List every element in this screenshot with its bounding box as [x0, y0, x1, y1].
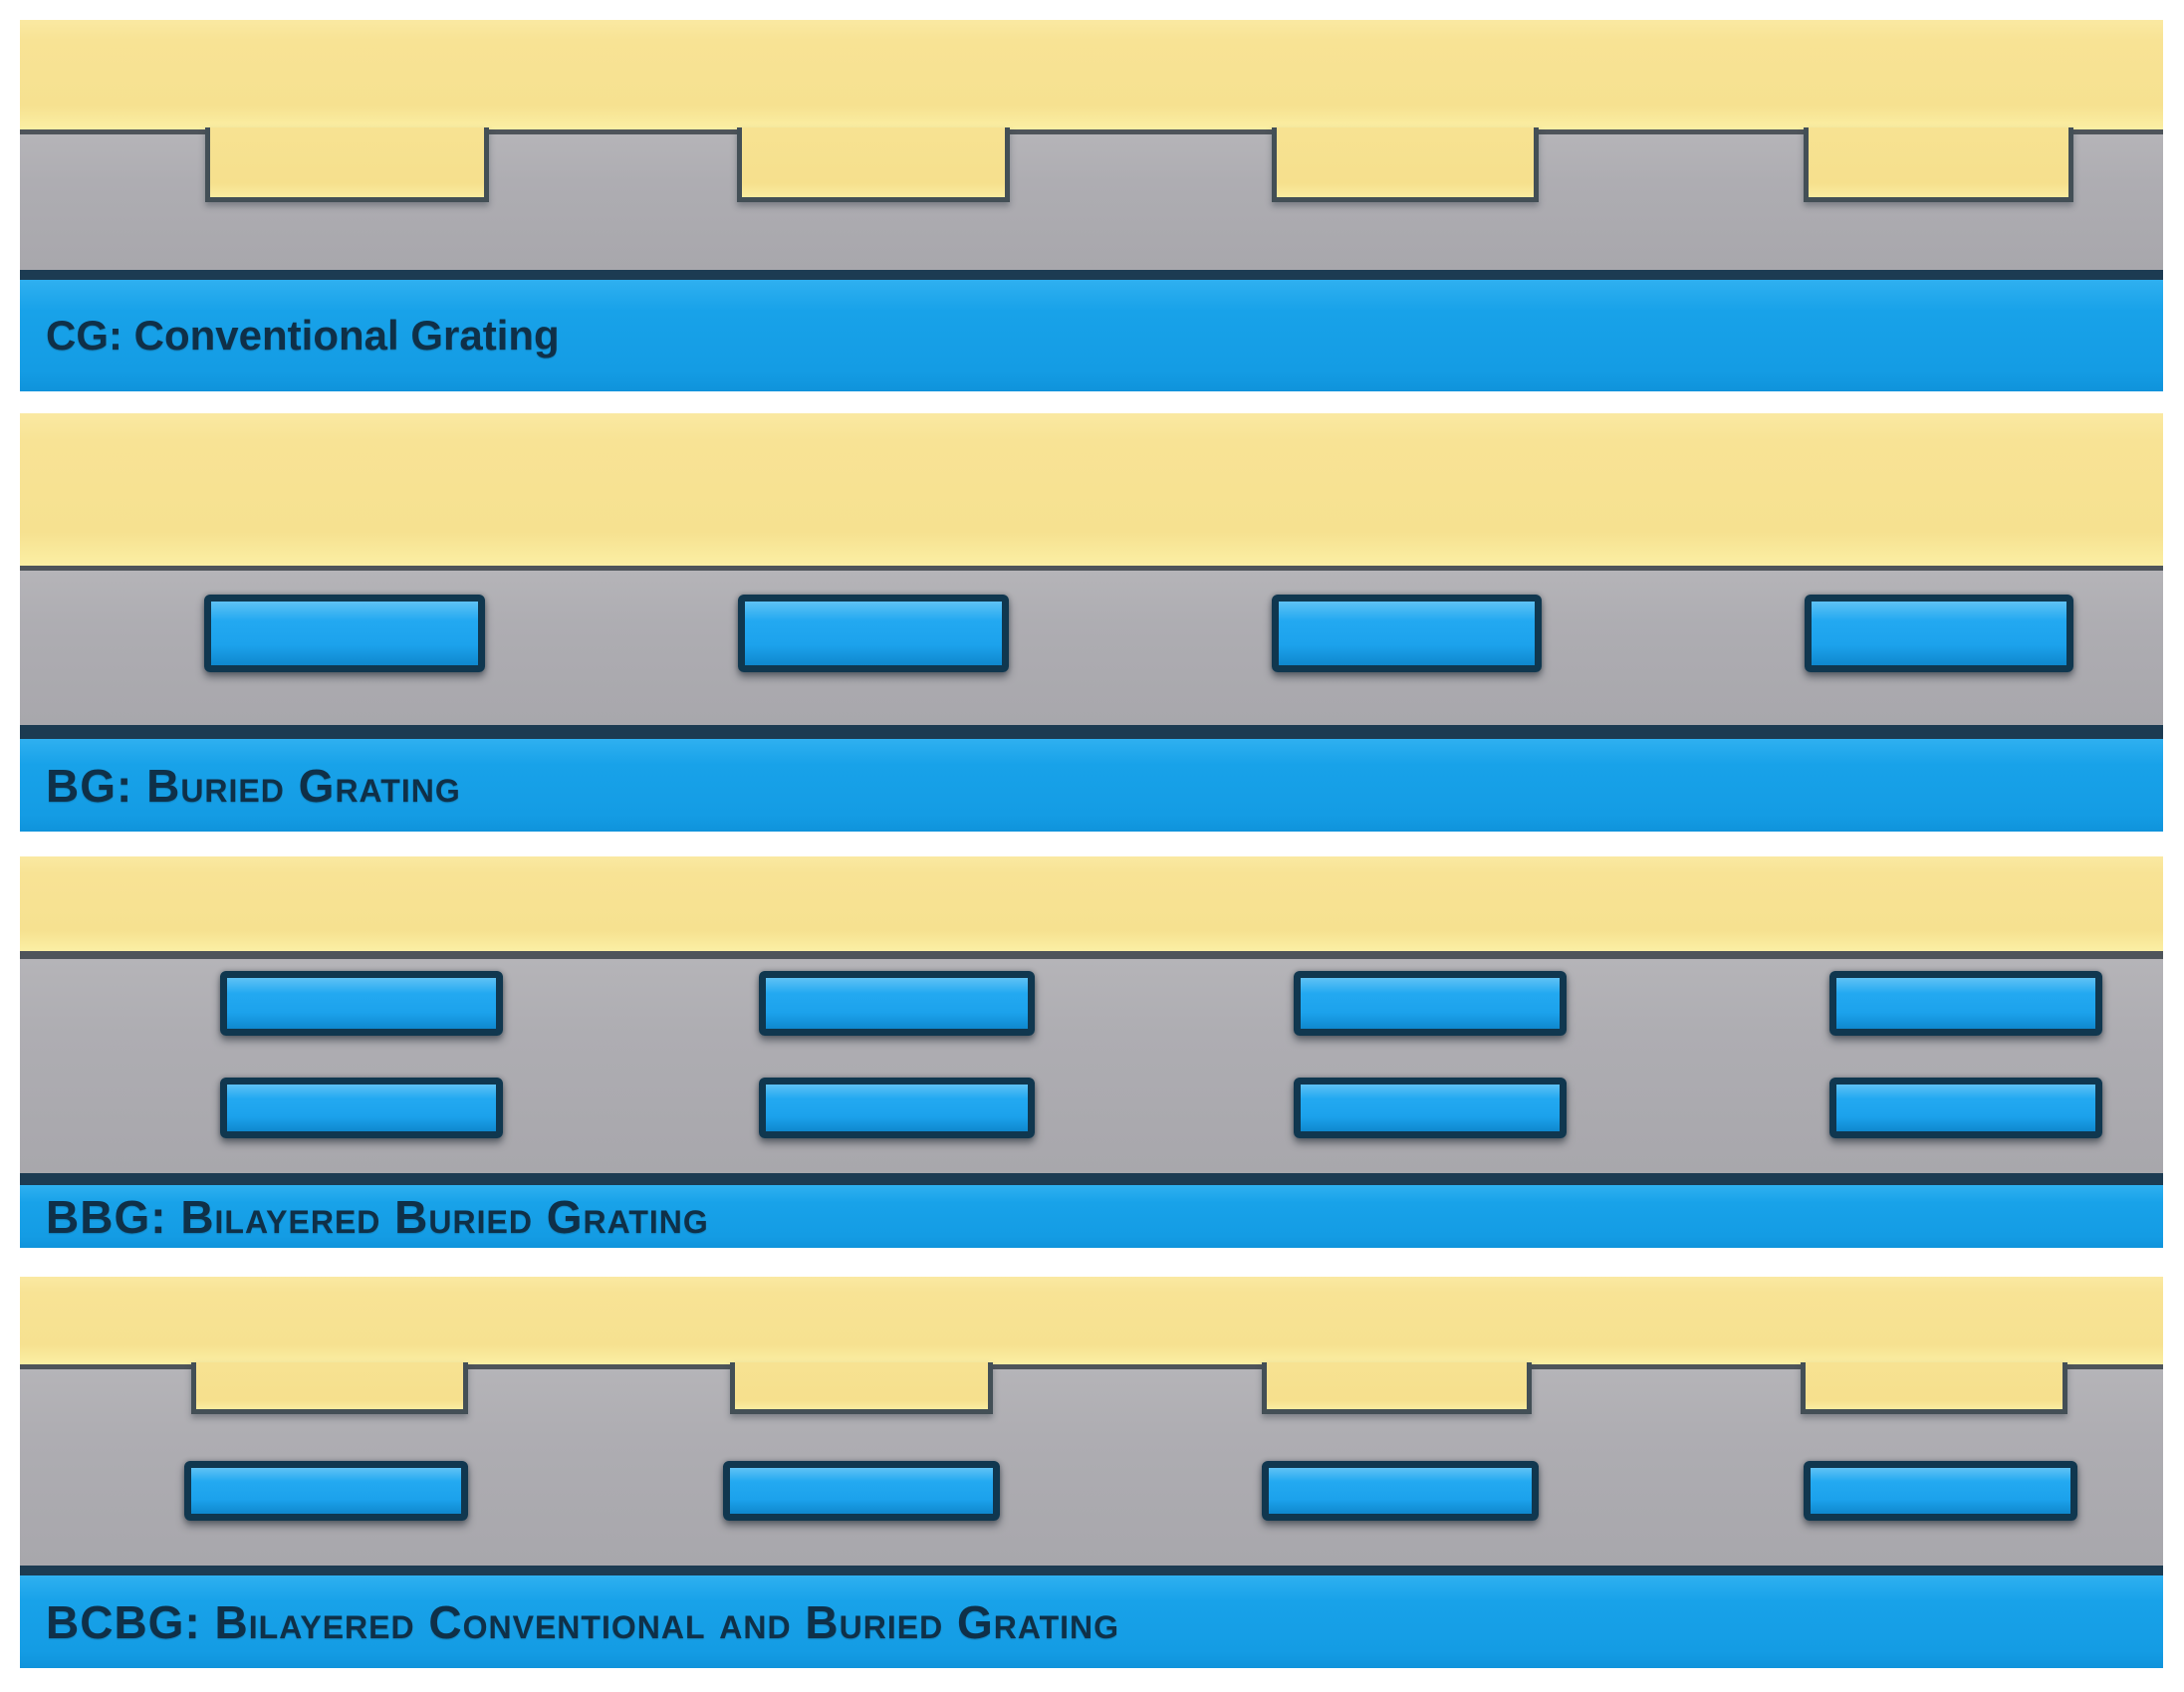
bg-buried-rod — [204, 595, 485, 672]
bbg-buried-rod — [1294, 1078, 1567, 1138]
bbg-buried-rod — [220, 1078, 503, 1138]
bbg-yellow-layer — [20, 856, 2163, 951]
cg-grating-groove — [1272, 127, 1539, 202]
cg-gray-layer — [20, 129, 2163, 270]
bg-buried-rod — [1272, 595, 1542, 672]
bcbg-yellow-layer — [20, 1277, 2163, 1364]
bcbg-panel-label: BCBG: Bilayered Conventional and Buried … — [46, 1595, 1120, 1648]
bbg-buried-rod — [220, 971, 503, 1036]
bcbg-grating-groove — [730, 1362, 993, 1414]
bcbg-divider-line — [20, 1566, 2163, 1575]
bbg-buried-rod — [759, 971, 1035, 1036]
bcbg-grating-groove — [191, 1362, 468, 1414]
bcbg-buried-rod — [723, 1461, 1000, 1521]
bg-substrate-band: BG: Buried Grating — [20, 739, 2163, 832]
bg-buried-rod — [738, 595, 1009, 672]
cg-yellow-layer — [20, 20, 2163, 129]
bbg-buried-rod — [1829, 1078, 2102, 1138]
bg-divider-line — [20, 725, 2163, 739]
cg-grating-groove — [737, 127, 1010, 202]
bg-panel-label: BG: Buried Grating — [46, 759, 461, 812]
cg-grating-groove — [205, 127, 489, 202]
bcbg-buried-rod — [184, 1461, 468, 1521]
bbg-panel-label: BBG: Bilayered Buried Grating — [46, 1190, 709, 1243]
cg-substrate-band: CG: Conventional Grating — [20, 280, 2163, 391]
bg-gray-layer — [20, 566, 2163, 725]
bg-buried-rod — [1805, 595, 2073, 672]
cg-grating-groove — [1804, 127, 2073, 202]
bbg-gray-layer — [20, 951, 2163, 1173]
bcbg-gray-layer — [20, 1364, 2163, 1566]
bg-yellow-layer — [20, 413, 2163, 566]
cg-divider-line — [20, 270, 2163, 280]
cg-panel-label: CG: Conventional Grating — [46, 312, 560, 359]
bbg-substrate-band: BBG: Bilayered Buried Grating — [20, 1185, 2163, 1248]
bbg-divider-line — [20, 1173, 2163, 1185]
bcbg-grating-groove — [1262, 1362, 1532, 1414]
bbg-buried-rod — [1829, 971, 2102, 1036]
bcbg-buried-rod — [1262, 1461, 1539, 1521]
bcbg-grating-groove — [1801, 1362, 2067, 1414]
bbg-buried-rod — [1294, 971, 1567, 1036]
bbg-buried-rod — [759, 1078, 1035, 1138]
bcbg-substrate-band: BCBG: Bilayered Conventional and Buried … — [20, 1575, 2163, 1668]
bcbg-buried-rod — [1804, 1461, 2077, 1521]
